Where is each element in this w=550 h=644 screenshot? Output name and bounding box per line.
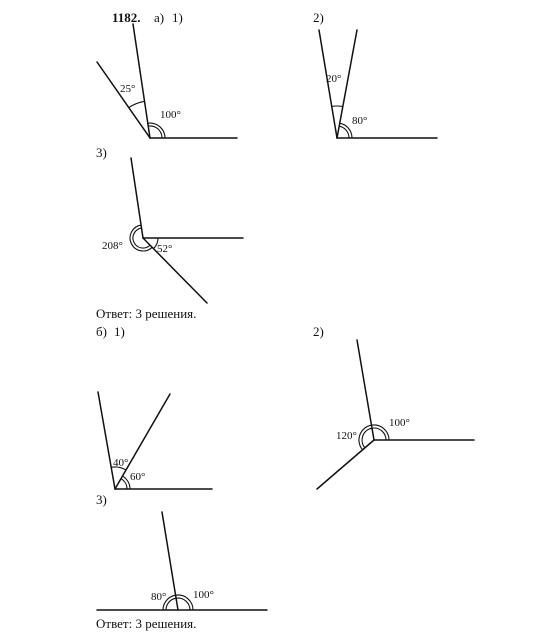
angle-a1-100: 100° bbox=[160, 109, 181, 121]
part-a-label: а) bbox=[154, 10, 164, 25]
part-b-fig3-label: 3) bbox=[96, 492, 107, 507]
arc-a1-100-inner bbox=[147, 122, 166, 139]
angle-a3-208: 208° bbox=[102, 240, 123, 252]
figure-a3: 208° 52° bbox=[102, 157, 244, 304]
arc-a2-20 bbox=[331, 105, 344, 108]
problem-number: 1182. bbox=[112, 10, 141, 25]
angle-a1-25: 25° bbox=[120, 83, 135, 95]
arc-b2-100-inner bbox=[371, 424, 390, 441]
part-b-fig1-label: 1) bbox=[114, 324, 125, 339]
angle-b1-60: 60° bbox=[130, 471, 145, 483]
ray-a1-upper bbox=[132, 23, 151, 139]
ray-b3-upper bbox=[161, 511, 179, 611]
part-a-fig3-label: 3) bbox=[96, 145, 107, 160]
angle-a2-80: 80° bbox=[352, 115, 367, 127]
figure-b3: 80° 100° bbox=[96, 511, 268, 611]
arc-a1-25 bbox=[128, 100, 145, 109]
part-a-fig2-label: 2) bbox=[313, 10, 324, 25]
figure-a2: 20° 80° bbox=[318, 29, 438, 139]
ray-a1-left bbox=[96, 61, 151, 139]
arc-b1-60-outer bbox=[120, 478, 128, 490]
ray-b2-lower bbox=[316, 439, 375, 490]
part-b-answer: Ответ: 3 решения. bbox=[96, 616, 196, 631]
arc-b2-120-outer bbox=[361, 427, 373, 449]
part-b-label: б) bbox=[96, 324, 107, 339]
angle-b1-40: 40° bbox=[113, 457, 128, 469]
ray-a3-lower bbox=[142, 237, 208, 304]
arc-b3-80-outer bbox=[165, 597, 177, 611]
arc-a3-52 bbox=[153, 237, 159, 250]
angle-b3-80: 80° bbox=[151, 591, 166, 603]
figure-b2: 120° 100° bbox=[316, 339, 475, 490]
angle-b3-100: 100° bbox=[193, 589, 214, 601]
ray-b1-right bbox=[114, 393, 171, 490]
ray-a2-left bbox=[318, 29, 338, 139]
ray-a2-right bbox=[336, 29, 358, 139]
angle-a3-52: 52° bbox=[157, 243, 172, 255]
arc-b3-100-outer bbox=[176, 597, 191, 611]
arc-b1-40 bbox=[111, 466, 127, 471]
figure-b1: 40° 60° bbox=[97, 391, 213, 490]
part-b-fig2-label: 2) bbox=[313, 324, 324, 339]
arc-b2-100-outer bbox=[371, 427, 387, 441]
ray-b2-upper bbox=[356, 339, 375, 441]
arc-a3-208-inner bbox=[129, 224, 153, 252]
arc-b1-60-inner bbox=[122, 475, 131, 490]
part-a-answer: Ответ: 3 решения. bbox=[96, 306, 196, 321]
angle-b2-120: 120° bbox=[336, 430, 357, 442]
arc-a2-80-outer bbox=[339, 125, 350, 139]
arc-b3-80-inner bbox=[162, 594, 176, 611]
angle-a2-20: 20° bbox=[326, 73, 341, 85]
arc-a2-80-inner bbox=[339, 122, 353, 139]
figure-a1: 25° 100° bbox=[96, 23, 238, 139]
arc-a3-208-outer bbox=[132, 227, 151, 249]
arc-a1-100-outer bbox=[148, 125, 163, 139]
angle-b2-100: 100° bbox=[389, 417, 410, 429]
ray-b1-left bbox=[97, 391, 116, 490]
part-a-fig1-label: 1) bbox=[172, 10, 183, 25]
arc-b3-100-inner bbox=[175, 594, 194, 611]
arc-b2-120-inner bbox=[358, 424, 372, 451]
